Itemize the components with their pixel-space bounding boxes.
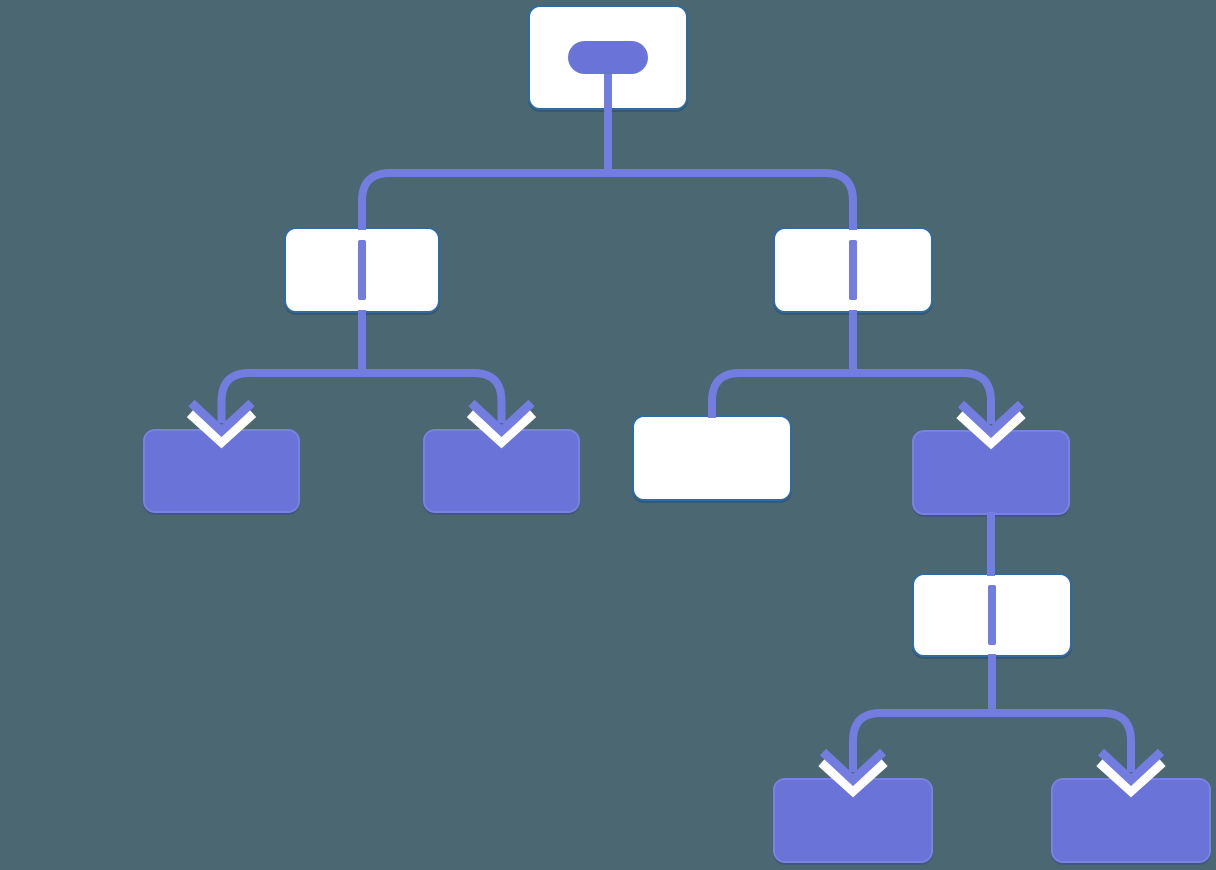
edge-branch-right-to-d [849, 310, 995, 424]
arrow-chevron-purple-icon [819, 748, 887, 787]
decision-node-left [284, 227, 440, 313]
action-node-b [423, 429, 580, 513]
edge-root-to-branch-left [358, 107, 612, 230]
arrow-chevron-purple-icon [957, 400, 1025, 439]
action-node-f [773, 778, 933, 863]
arrow-chevron-purple-icon [1097, 748, 1165, 787]
vertical-bar-icon [988, 585, 996, 645]
edge-branch-left-to-leaf-a [217, 310, 366, 423]
pill-stem [604, 69, 612, 111]
edge-branch-right-to-c [708, 310, 857, 418]
action-node-g [1051, 778, 1211, 863]
edge-branch-lower-to-leaf-g [988, 654, 1135, 772]
pill-icon [568, 41, 648, 74]
decision-node-lower [912, 573, 1072, 657]
arrow-chevron-purple-icon [468, 399, 535, 438]
edge-branch-left-to-leaf-b [358, 310, 506, 423]
vertical-bar-icon [849, 240, 857, 300]
action-node-a [143, 429, 300, 513]
edge-root-to-branch-right [604, 107, 857, 230]
start-node [528, 5, 688, 111]
arrow-chevron-purple-icon [188, 399, 255, 438]
action-node-d [912, 430, 1070, 515]
decision-node-right [773, 227, 933, 313]
vertical-bar-icon [358, 240, 366, 300]
edge-branch-lower-to-leaf-f [849, 654, 996, 772]
empty-node-c [632, 415, 792, 501]
